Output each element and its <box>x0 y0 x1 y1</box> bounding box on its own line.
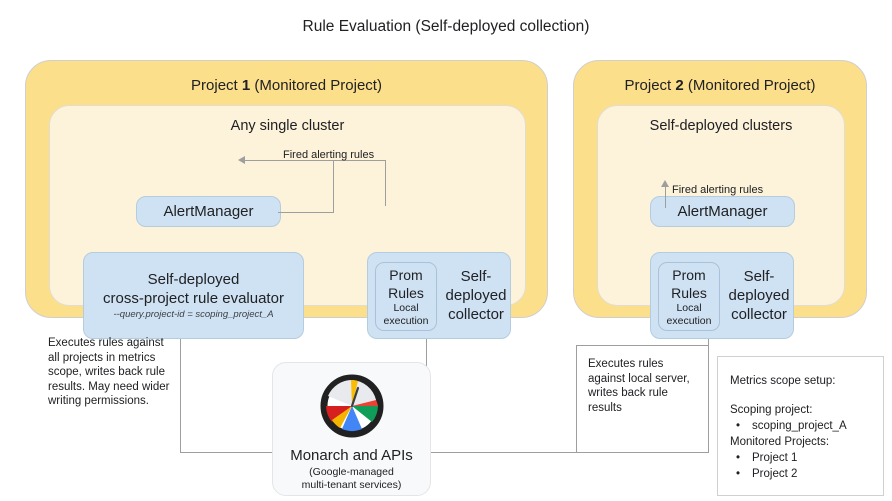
project-1-prom-rules-sub2: execution <box>383 314 429 327</box>
scope-monitored-label: Monitored Projects: <box>730 436 830 448</box>
connector-p2-stub <box>576 345 708 346</box>
connector-p1-evaluator-to-alert <box>333 160 334 212</box>
project-2-prom-rules-line1: Prom <box>672 266 706 283</box>
project-1-alertmanager[interactable]: AlertManager <box>136 196 281 227</box>
monarch-title: Monarch and APIs <box>290 447 413 464</box>
project-1-collector-label: Self- deployed collector <box>445 268 507 323</box>
connector-p1-evaluator-to-alert-h <box>278 212 334 213</box>
scope-heading: Metrics scope setup: <box>730 375 836 387</box>
project-1-prom-rules[interactable]: Prom Rules Local execution <box>375 262 437 331</box>
project-2-container: Project 2 (Monitored Project) Self-deplo… <box>573 60 867 339</box>
connector-p2-promrules-to-alert <box>665 186 666 208</box>
project-1-prom-rules-line2: Rules <box>388 284 424 301</box>
connector-p2-alert-arrowhead <box>661 180 669 187</box>
project-1-alertmanager-label: AlertManager <box>163 203 254 220</box>
project-2-cluster-panel: Self-deployed clusters AlertManager Prom… <box>597 105 845 339</box>
project-2-fired-alerting-label: Fired alerting rules <box>672 184 764 196</box>
project-2-alertmanager-label: AlertManager <box>677 203 768 220</box>
project-2-collector[interactable]: Prom Rules Local execution Self- deploye… <box>650 252 794 339</box>
annotation-left: Executes rules against all projects in m… <box>48 337 170 407</box>
project-1-prom-rules-sub1: Local <box>393 301 419 314</box>
scope-scoping-item: scoping_project_A <box>730 418 871 434</box>
project-2-label: Project 2 (Monitored Project) <box>624 77 816 94</box>
project-2-collector-label: Self- deployed collector <box>728 268 790 323</box>
connector-right-annot-vertical <box>576 345 577 453</box>
connector-p1-evaluator-vertical <box>180 300 181 453</box>
project-1-rule-evaluator[interactable]: Self-deployed cross-project rule evaluat… <box>83 252 304 339</box>
annotation-right: Executes rules against local server, wri… <box>588 358 690 414</box>
project-1-prom-rules-line1: Prom <box>389 266 423 283</box>
connector-p1-promrules-to-alert <box>385 160 386 206</box>
project-1-cluster-label: Any single cluster <box>230 118 345 134</box>
project-2-prom-rules[interactable]: Prom Rules Local execution <box>658 262 720 331</box>
project-1-collector[interactable]: Prom Rules Local execution Self- deploye… <box>367 252 511 339</box>
connector-p1-alert-horizontal <box>245 160 385 161</box>
scope-scoping-label: Scoping project: <box>730 404 813 416</box>
monarch-gauge-icon <box>320 374 384 443</box>
project-1-cluster-panel: Any single cluster AlertManager Self-dep… <box>49 105 526 339</box>
project-2-prom-rules-sub2: execution <box>666 314 712 327</box>
project-1-rule-evaluator-line2: cross-project rule evaluator <box>103 290 284 307</box>
project-1-fired-alerting-label: Fired alerting rules <box>283 149 375 161</box>
connector-p2-collector-vertical <box>708 300 709 453</box>
monarch-card[interactable]: Monarch and APIs (Google-managed multi-t… <box>272 362 431 496</box>
project-2-alertmanager[interactable]: AlertManager <box>650 196 795 227</box>
connector-p1-alert-arrowhead <box>238 156 245 164</box>
scope-monitored-item-2: Project 2 <box>730 466 871 482</box>
project-1-container: Project 1 (Monitored Project) Any single… <box>25 60 548 339</box>
project-1-rule-evaluator-line1: Self-deployed <box>147 271 240 288</box>
project-2-cluster-label: Self-deployed clusters <box>649 118 793 134</box>
connector-monarch-bus <box>180 452 709 453</box>
metrics-scope-box: Metrics scope setup: Scoping project: sc… <box>717 356 884 496</box>
page-title: Rule Evaluation (Self-deployed collectio… <box>302 18 590 35</box>
project-2-prom-rules-line2: Rules <box>671 284 707 301</box>
monarch-subtitle: (Google-managed multi-tenant services) <box>301 466 402 491</box>
scope-monitored-item-1: Project 1 <box>730 450 871 466</box>
project-1-label: Project 1 (Monitored Project) <box>191 77 382 94</box>
project-2-prom-rules-sub1: Local <box>676 301 702 314</box>
project-1-rule-evaluator-flag: --query.project-id = scoping_project_A <box>113 309 274 320</box>
